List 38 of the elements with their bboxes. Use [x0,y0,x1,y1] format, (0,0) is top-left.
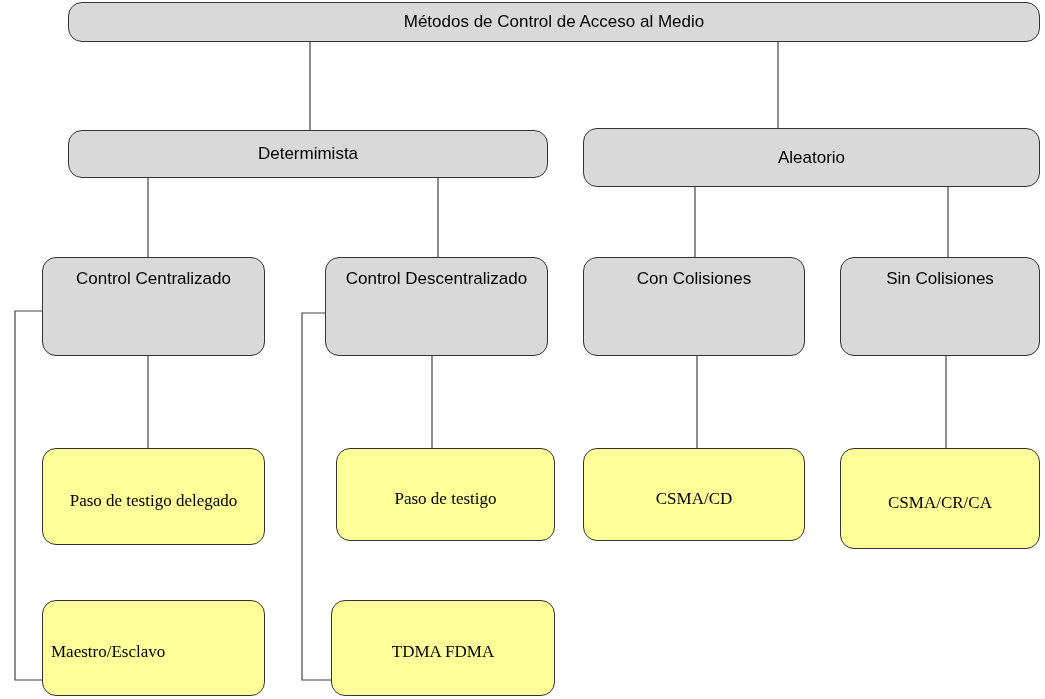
node-label: TDMA FDMA [391,641,495,664]
method-box [42,600,265,696]
node-label: Control Descentralizado [345,268,528,290]
method-box [336,448,555,541]
category-box [583,257,805,356]
connector-line [696,355,698,449]
node-label: Aleatorio [777,146,846,169]
method-box [840,448,1040,549]
connector-line [437,177,439,258]
category-box [325,257,548,356]
connector-line [147,177,149,258]
method-box [42,448,265,545]
node-label: Con Colisiones [636,268,752,290]
connector-line [309,41,311,131]
category-box [42,257,265,356]
category-box [583,128,1040,187]
node-label: Paso de testigo [394,487,497,510]
node-label: Determimista [257,143,359,166]
method-box [583,448,805,541]
node-label: Sin Colisiones [886,268,994,290]
connector-line [147,355,149,449]
connector-line [301,312,332,681]
node-label: Paso de testigo delegado [69,489,238,512]
connector-line [431,355,433,449]
node-label: CSMA/CD [655,487,733,510]
connector-line [694,186,696,258]
connector-line [14,310,43,681]
node-label: Métodos de Control de Acceso al Medio [403,11,705,34]
connector-line [945,355,947,449]
connector-line [777,41,779,129]
node-label: Maestro/Esclavo [51,641,166,664]
category-box [68,130,548,178]
category-box [840,257,1040,356]
category-box [68,2,1040,42]
node-label: Control Centralizado [76,268,231,290]
node-label: CSMA/CR/CA [888,491,992,514]
method-box [331,600,555,696]
connector-line [947,186,949,258]
